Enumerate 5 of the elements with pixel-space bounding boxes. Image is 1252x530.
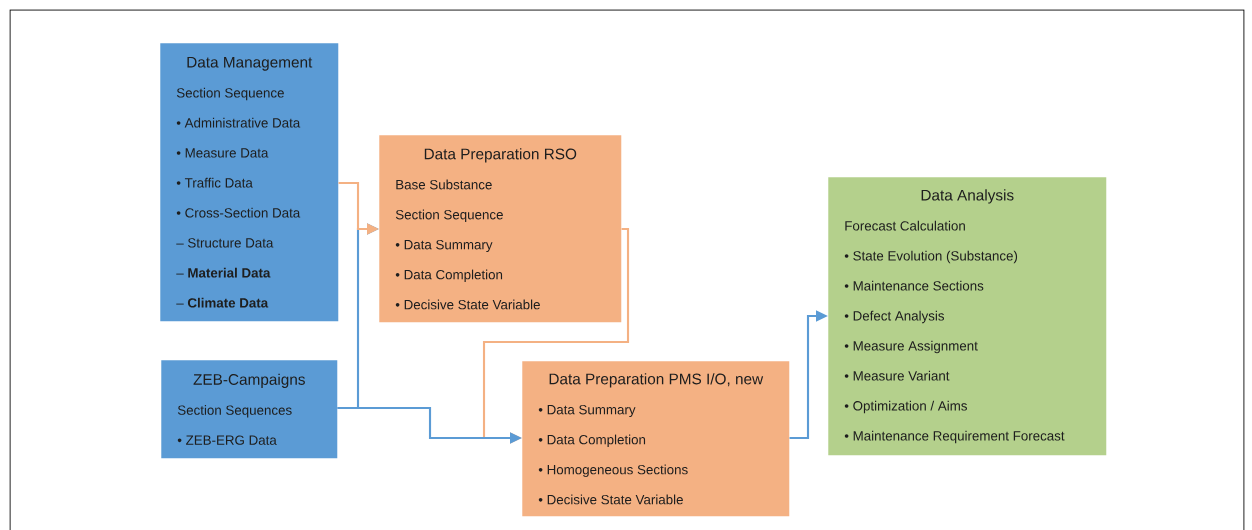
process-box: Data Analysis Forecast Calculation • State Evolution (Substance) • Maintenance Sections • Defect Analysis • Measure Assignment • Measure Variant • Optimization / Aims • Maintenance Requirement Forecast	[828, 177, 1107, 456]
process-box: Data Preparation RSO Base Substance Section Sequence • Data Summary • Data Completion • Decisive State Variable	[379, 135, 622, 323]
process-box: ZEB-Campaigns Section Sequences • ZEB-ERG Data	[161, 360, 338, 459]
process-box: Data Management Section Sequence • Administrative Data • Measure Data • Traffic Data • Cross-Section Data – Structure Data – Material Data – Climate Data	[160, 43, 339, 322]
process-box: Data Preparation PMS I/O, new • Data Summary • Data Completion • Homogeneous Sections • Decisive State Variable	[522, 361, 790, 517]
